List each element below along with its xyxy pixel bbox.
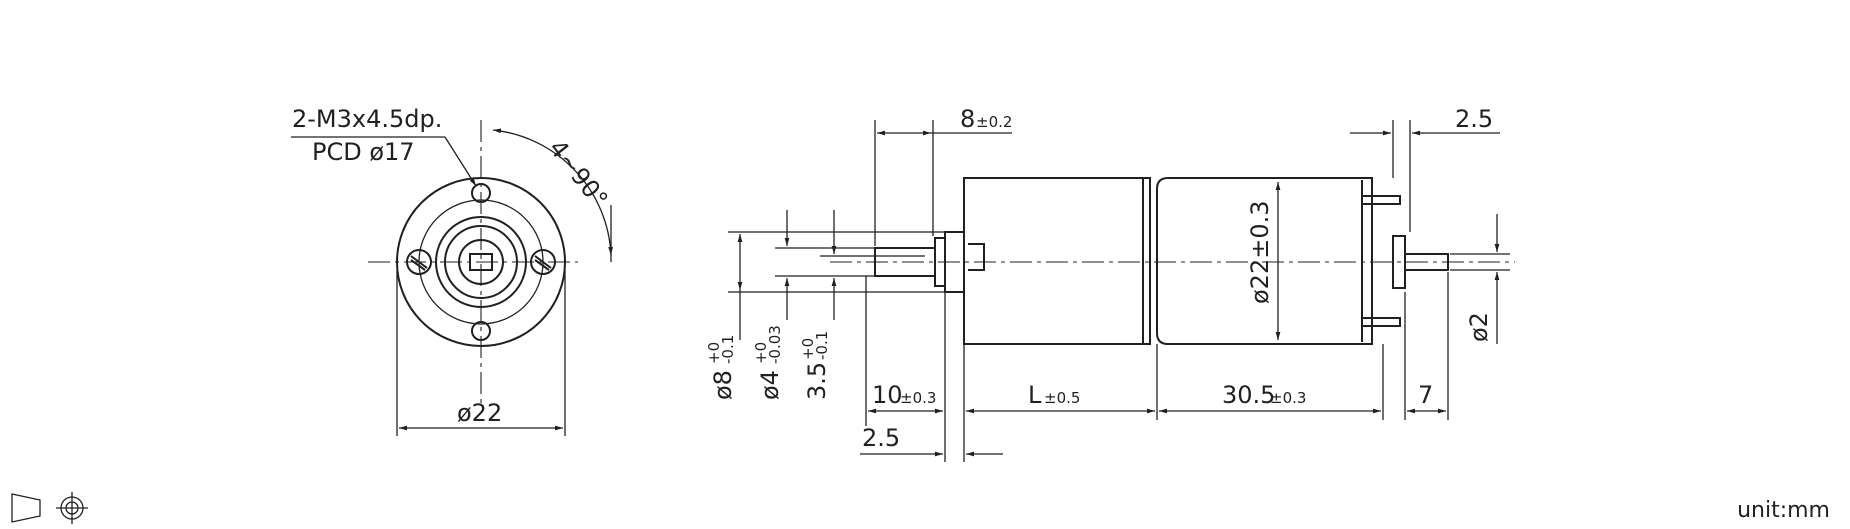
dim-dia8-label: ø8	[709, 370, 737, 400]
front-view: 2-M3x4.5dp. PCD ø17 4~90° ø22	[291, 105, 613, 436]
dim-dia8-tol-upper: +0	[705, 342, 723, 364]
motor-body	[1156, 177, 1373, 345]
mount-hole-bottom	[471, 321, 491, 341]
dim-flat-tol-upper: +0	[799, 338, 817, 360]
unit-label: unit:mm	[1737, 498, 1830, 523]
dim-10-tol: ±0.3	[900, 389, 936, 407]
rear-shaft	[1405, 253, 1449, 271]
dim-dia8-tol-lower: -0.1	[719, 335, 737, 364]
dim-7-label: 7	[1418, 381, 1433, 409]
dim-dia4-tol-lower: -0.03	[766, 325, 784, 364]
hole-note-line1: 2-M3x4.5dp.	[292, 105, 442, 133]
front-boss-outer	[435, 216, 527, 308]
angle-label: 4~90°	[543, 134, 613, 213]
dim-dia4-label: ø4	[756, 370, 784, 400]
front-shaft-circle	[458, 239, 504, 285]
terminal-bottom	[1362, 317, 1401, 327]
dim-2-5-bottom-label: 2.5	[862, 424, 900, 452]
dim-flat-label: 3.5	[803, 362, 831, 400]
hole-note-leader	[444, 136, 477, 187]
dim-8-label: 8	[960, 105, 975, 133]
dim-30-5-label: 30.5	[1222, 381, 1275, 409]
dim-L-tol: ±0.5	[1044, 389, 1080, 407]
dim-10-label: 10	[872, 381, 903, 409]
dim-flat-tol-lower: -0.1	[813, 331, 831, 360]
screw-left-icon	[406, 249, 432, 275]
side-view: 8 ±0.2 2.5 ø22±0.3 ø8 +0 -0.1 ø4 +0 -0	[705, 105, 1515, 462]
dim-dia4-label-group: ø4 +0 -0.03	[752, 325, 784, 400]
hole-note-line2: PCD ø17	[312, 138, 415, 166]
front-boss-inner	[444, 225, 518, 299]
rear-bushing	[1392, 235, 1406, 289]
front-outer-circle	[396, 177, 566, 347]
front-shaft-flat	[469, 253, 493, 271]
dim-30-5-tol: ±0.3	[1270, 389, 1306, 407]
dim-dia8-label-group: ø8 +0 -0.1	[705, 335, 737, 400]
dim-dia4-tol-upper: +0	[752, 342, 770, 364]
front-diameter-label: ø22	[457, 399, 502, 427]
terminal-top	[1362, 195, 1401, 205]
rear-dia-label: ø2	[1465, 312, 1493, 342]
gearbox-body	[963, 177, 1151, 345]
angle-arc	[492, 128, 614, 256]
output-key	[968, 243, 985, 271]
dim-2-5-top-label: 2.5	[1455, 105, 1493, 133]
dim-L-label: L	[1028, 381, 1042, 409]
body-dia-label: ø22±0.3	[1246, 201, 1274, 305]
mount-hole-top	[471, 183, 491, 203]
dim-flat-label-group: 3.5 +0 -0.1	[799, 331, 831, 400]
output-shaft	[874, 247, 936, 277]
first-angle-projection-icon	[11, 492, 88, 524]
dim-8-tol: ±0.2	[976, 113, 1012, 131]
